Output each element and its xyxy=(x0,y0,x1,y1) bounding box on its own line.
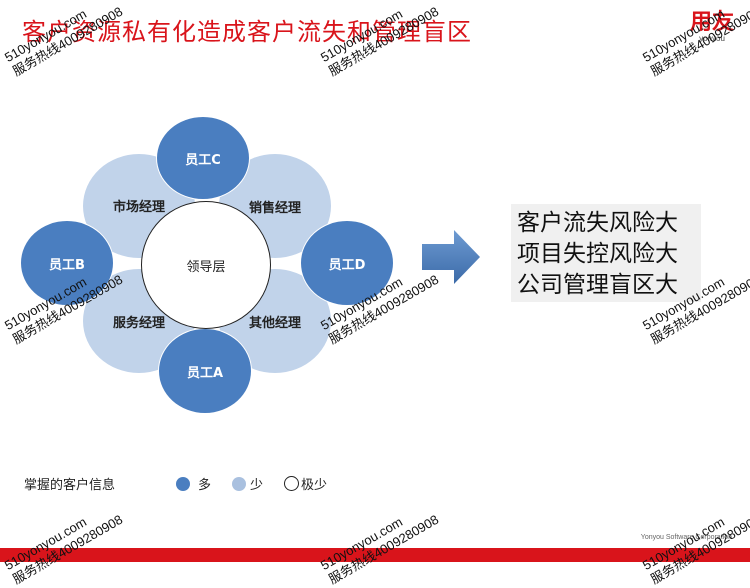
manager-label-service: 服务经理 xyxy=(112,315,165,331)
result-line-1: 客户流失风险大 xyxy=(517,210,678,236)
logo-mark: 用友 xyxy=(689,10,734,35)
legend-label: 掌握的客户信息 xyxy=(24,478,116,493)
manager-label-sales: 销售经理 xyxy=(248,200,301,216)
result-box: 客户流失风险大 项目失控风险大 公司管理盲区大 xyxy=(511,204,701,302)
legend-text-very-few: 极少 xyxy=(301,478,328,493)
result-line-3: 公司管理盲区大 xyxy=(517,272,678,298)
legend-item-few: 少 xyxy=(232,474,263,493)
staff-circle-a: 员工A xyxy=(158,328,252,414)
yonyou-logo: 用友 yonyou xyxy=(690,12,734,44)
manager-label-market: 市场经理 xyxy=(112,199,165,215)
leadership-label: 领导层 xyxy=(186,259,226,275)
staff-circle-b: 员工B xyxy=(20,220,114,306)
legend-item-very-few: 极少 xyxy=(284,474,327,493)
logo-sub: yonyou xyxy=(699,34,725,43)
footer-bar xyxy=(0,548,750,562)
org-diagram: 市场经理 销售经理 服务经理 其他经理 员工C 员工B 员工D 员工A 领导层 xyxy=(20,116,394,414)
result-line-2: 项目失控风险大 xyxy=(517,241,678,267)
legend-text-many: 多 xyxy=(198,478,212,493)
right-arrow-icon xyxy=(422,230,480,284)
light-dot-icon xyxy=(232,476,246,491)
footer-company: Yonyou Software Corporation xyxy=(640,534,732,541)
page-title: 客户资源私有化造成客户流失和管理盲区 xyxy=(22,18,472,46)
staff-circle-c: 员工C xyxy=(156,116,250,200)
legend-text-few: 少 xyxy=(250,478,264,493)
legend-item-many: 多 xyxy=(176,474,211,493)
empty-dot-icon xyxy=(284,476,299,491)
staff-label-b: 员工B xyxy=(49,257,85,273)
manager-label-other: 其他经理 xyxy=(248,315,301,331)
staff-label-a: 员工A xyxy=(186,365,224,381)
dark-dot-icon xyxy=(176,476,190,491)
staff-label-c: 员工C xyxy=(185,152,221,168)
leadership-circle: 领导层 xyxy=(141,201,271,329)
staff-circle-d: 员工D xyxy=(300,220,394,306)
staff-label-d: 员工D xyxy=(328,257,366,273)
